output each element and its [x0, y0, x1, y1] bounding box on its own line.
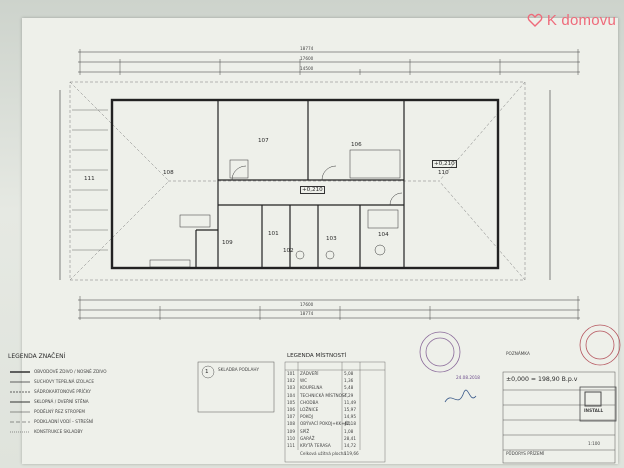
room-number-cell: 107: [287, 414, 295, 420]
title-block-frame: [502, 371, 616, 464]
legend-left-item: PODÉLNÝ ŘEZ STROPEM: [34, 409, 86, 414]
room-name-cell: TECHNICKÁ MÍSTNOST: [300, 392, 348, 398]
furniture: [149, 149, 403, 268]
round-stamp-right: [579, 324, 621, 366]
install-stamp: [579, 386, 617, 422]
title-block-scale: 1:100: [588, 441, 601, 446]
dimension-lines: [59, 51, 580, 319]
title-block-header: POZNÁMKA: [506, 351, 530, 356]
drawing-sheet: [22, 18, 618, 464]
inner-walls: [195, 100, 405, 268]
room-name-cell: ZÁDVEŘÍ: [300, 371, 319, 376]
roof-outline: [69, 81, 526, 281]
dim-top-a: 17600: [300, 56, 314, 61]
terrace-hatch: [72, 109, 108, 251]
watermark-text: K domovu: [546, 11, 616, 29]
room-area-cell: 5,08: [344, 371, 354, 376]
room-label-101: 101: [268, 231, 279, 237]
room-area-cell: 14,72: [344, 443, 356, 448]
room-name-cell: POKOJ: [300, 414, 313, 420]
room-area-cell: 11,49: [344, 399, 356, 405]
level-mark-left: +0,210: [300, 186, 325, 194]
legend-left-item: SUCHOVY TEPELNÁ IZOLACE: [34, 379, 94, 384]
legend-rooms-title: LEGENDA MÍSTNOSTÍ: [287, 353, 347, 359]
room-label-107: 107: [258, 138, 269, 144]
room-label-110: 110: [438, 170, 449, 176]
room-label-109: 109: [222, 240, 233, 246]
room-area-cell: 14,95: [344, 414, 356, 420]
room-area-cell: 28,41: [344, 435, 356, 441]
section-note-title: SKLADBA PODLAHY: [218, 367, 260, 372]
dim-bottom-a: 17600: [300, 302, 314, 307]
legend-rooms-total-value: 119,66: [344, 451, 359, 456]
room-label-104: 104: [378, 232, 389, 238]
section-note-box: [197, 361, 275, 413]
dim-bottom-total: 18774: [300, 311, 314, 316]
room-number-cell: 108: [287, 421, 295, 427]
heart-house-icon: [527, 13, 543, 27]
room-name-cell: OBÝVACÍ POKOJ+KK+JÍD.: [300, 421, 352, 427]
title-block-value: ±0,000 = 198,90 B.p.v: [506, 376, 578, 383]
room-number-cell: 101: [287, 371, 295, 376]
room-number-cell: 104: [287, 392, 295, 398]
outer-walls: [110, 98, 500, 270]
dim-top-b: 14500: [300, 66, 314, 71]
level-mark-right: +0,210: [432, 160, 457, 168]
legend-left-item: KONSTRUKCE SKLADBY: [34, 429, 83, 434]
signature: [444, 389, 477, 403]
room-label-106: 106: [351, 142, 362, 148]
room-label-111: 111: [84, 176, 95, 182]
legend-left-item: SKLOPNÁ / DVEŘNÍ STĚNA: [34, 399, 89, 404]
legend-rooms-total-label: Celková užitná plocha: [300, 451, 346, 456]
room-label-108: 108: [163, 170, 174, 176]
room-number-cell: 110: [287, 435, 295, 441]
room-number-cell: 102: [287, 378, 295, 384]
room-number-cell: 103: [287, 385, 295, 391]
room-number-cell: 111: [287, 443, 295, 448]
room-name-cell: GARÁŽ: [300, 435, 315, 441]
room-label-102: 102: [283, 248, 294, 254]
legend-left-item: PODKLADNÍ VODÍ – STŘEŠNÍ: [34, 419, 94, 424]
title-block-sheet-name: PŮDORYS PŘÍZEMÍ: [506, 451, 545, 456]
section-note-number: 1: [205, 369, 209, 375]
round-stamp-left: [419, 331, 461, 373]
room-name-cell: KOUPELNA: [300, 385, 323, 391]
room-label-103: 103: [326, 236, 337, 242]
dimension-ticks: [79, 49, 579, 320]
room-area-cell: 15,97: [344, 407, 356, 412]
stamp-date: 24.08.2018: [456, 375, 480, 380]
room-area-cell: 1,08: [344, 428, 354, 434]
room-area-cell: 4,29: [344, 392, 354, 398]
legend-left-item: OBVODOVÉ ZDIVO / NOSNÉ ZDIVO: [34, 369, 107, 374]
room-name-cell: WC: [300, 378, 308, 384]
watermark-logo: K domovu: [527, 10, 616, 30]
room-name-cell: CHODBA: [300, 399, 319, 405]
legend-left-item: SÁDROKARTONOVÉ PŘÍČKY: [34, 389, 91, 394]
room-number-cell: 105: [287, 399, 295, 405]
room-number-cell: 106: [287, 407, 295, 412]
room-number-cell: 109: [287, 428, 295, 434]
legend-rooms-table: [284, 361, 386, 463]
room-name-cell: KRYTÁ TERASA: [300, 443, 331, 448]
legend-left-title: LEGENDA ZNAČENÍ: [8, 353, 66, 360]
stamp-firm: INSTALL: [584, 408, 604, 413]
legend-lines: [10, 371, 30, 433]
room-area-cell: 42,18: [344, 421, 356, 427]
room-area-cell: 5,48: [344, 385, 354, 391]
room-name-cell: SPÍŽ: [300, 428, 310, 434]
room-name-cell: LOŽNICE: [300, 407, 319, 412]
room-area-cell: 1,36: [344, 378, 354, 384]
dim-top-total: 18774: [300, 46, 314, 51]
